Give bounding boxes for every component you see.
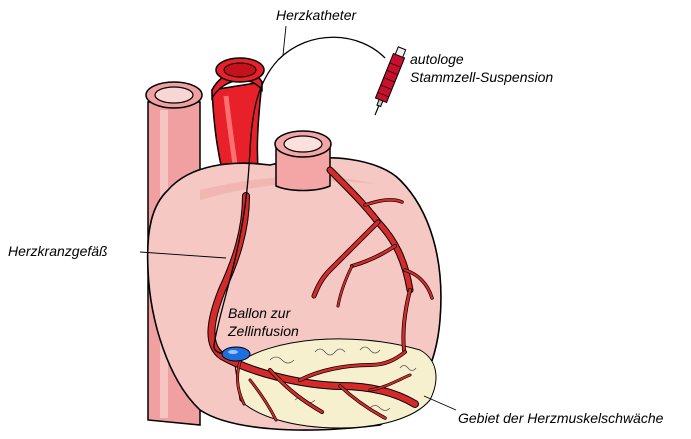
label-herzkatheter: Herzkatheter <box>276 7 357 23</box>
pulmonary-artery <box>275 131 331 191</box>
label-ballon-1: Ballon zur <box>228 305 292 321</box>
label-weak-area: Gebiet der Herzmuskelschwäche <box>458 410 664 426</box>
syringe-icon <box>369 46 407 117</box>
balloon <box>222 347 250 361</box>
label-herzkranzgefaess: Herzkranzgefäß <box>8 243 108 259</box>
label-suspension-2: Stammzell-Suspension <box>410 69 553 85</box>
label-suspension-1: autologe <box>410 51 464 67</box>
label-ballon-2: Zellinfusion <box>227 323 299 339</box>
